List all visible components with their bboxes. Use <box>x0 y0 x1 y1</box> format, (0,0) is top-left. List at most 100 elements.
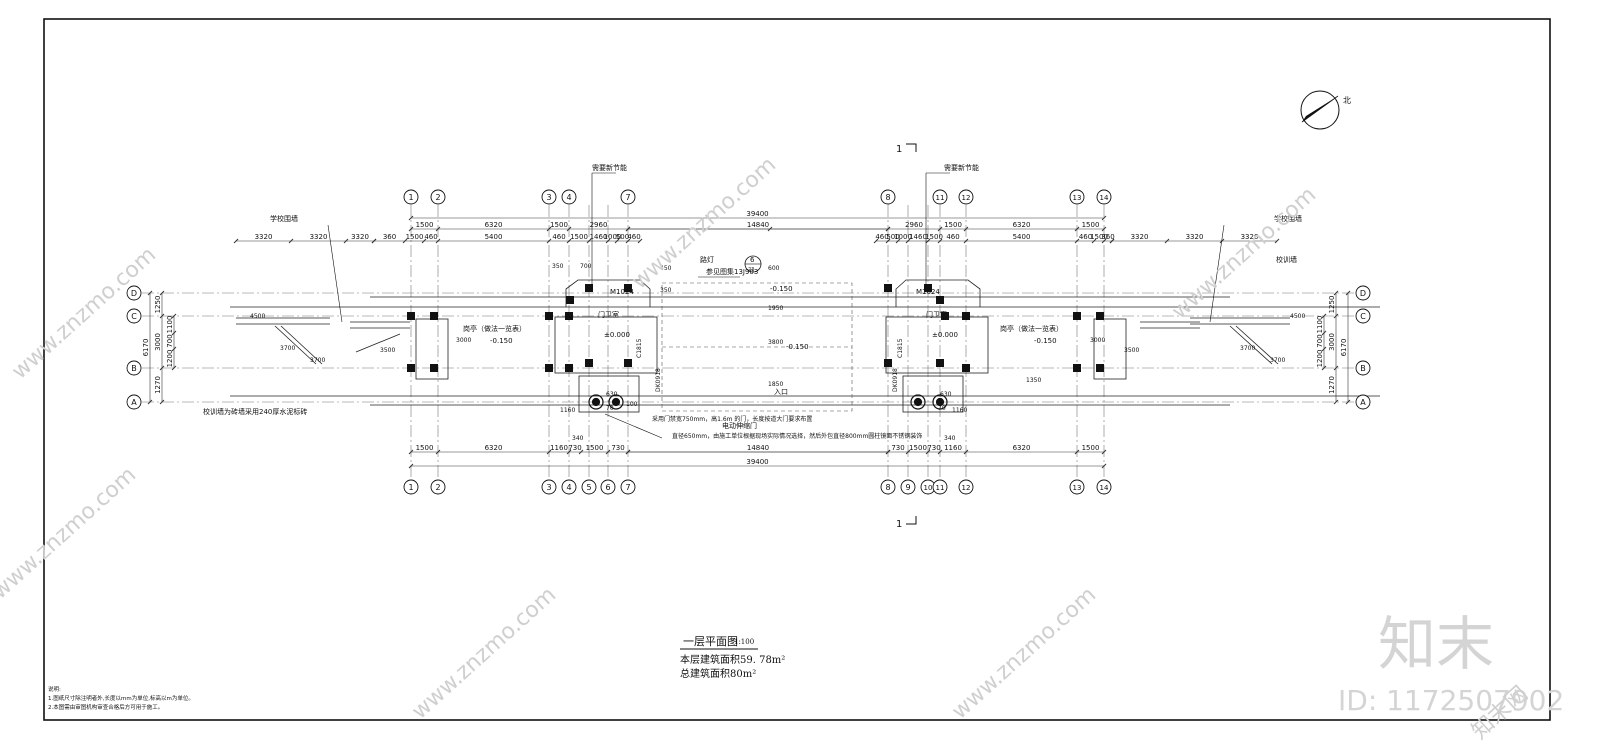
dim-right-sub-0: 1100 <box>1316 316 1324 334</box>
column-18 <box>1073 312 1081 320</box>
label-lamp-detail: 参见图集13J903 <box>706 267 758 276</box>
dimension-lines <box>147 215 1351 469</box>
dim-misc-15: 1160 <box>560 407 575 414</box>
svg-text:4: 4 <box>566 193 571 202</box>
column-19 <box>1096 312 1104 320</box>
axis-bubble-left-D: D <box>126 285 142 301</box>
axis-bubble-bottom-11: 11 <box>932 479 948 495</box>
dim-fine-right-2: 1000 <box>894 233 912 241</box>
dim-fine-right-9: 360 <box>1101 233 1114 241</box>
svg-text:2: 2 <box>435 483 440 492</box>
axis-bubble-bottom-14: 14 <box>1096 479 1112 495</box>
title-main: 一层平面图 <box>683 635 738 648</box>
north-label: 北 <box>1343 96 1351 105</box>
dim-bottom-row-8: 1500 <box>909 444 927 452</box>
svg-text:7: 7 <box>625 483 630 492</box>
dim-top-row-2: 1500 <box>550 221 568 229</box>
watermark-site-6: www.znzmo.com <box>947 582 1101 724</box>
dim-misc-18: 3500 <box>380 347 395 354</box>
svg-text:2: 2 <box>435 193 440 202</box>
axis-bubble-bottom-9: 9 <box>900 479 916 495</box>
dim-fine-left-8: 500 <box>616 233 629 241</box>
dim-misc-20: 3700 <box>280 345 295 352</box>
axis-bubble-bottom-7: 7 <box>620 479 636 495</box>
dim-top-row-8: 6320 <box>1013 221 1031 229</box>
dim-top-row-9: 1500 <box>1082 221 1100 229</box>
axis-bubble-bottom-10: 10 <box>920 479 936 495</box>
label-level-m150-b: -0.150 <box>786 343 809 351</box>
axis-bubble-bottom-1: 1 <box>403 479 419 495</box>
dim-bottom-row-12: 1500 <box>1082 444 1100 452</box>
dim-wall-right-0: 3320 <box>1131 233 1149 241</box>
dim-misc-6: 450 <box>660 265 672 272</box>
dim-right-total-0: 6170 <box>1340 339 1348 357</box>
axis-bubble-bottom-2: 2 <box>430 479 446 495</box>
axis-grid <box>142 205 1356 478</box>
axis-bubble-bottom-3: 3 <box>541 479 557 495</box>
dim-bottom-row-7: 730 <box>891 444 904 452</box>
label-pillar-a: 需要新节能 <box>592 163 627 172</box>
dim-wall-left-0: 3320 <box>255 233 273 241</box>
dim-bottom-row-1: 6320 <box>485 444 503 452</box>
column-16 <box>962 312 970 320</box>
label-door-m-right: M1024 <box>916 288 940 296</box>
svg-text:1: 1 <box>408 483 413 492</box>
svg-text:3: 3 <box>546 193 551 202</box>
dim-fine-right-5: 460 <box>946 233 959 241</box>
svg-text:C: C <box>1360 312 1366 321</box>
dim-misc-7: 350 <box>660 287 672 294</box>
svg-text:13: 13 <box>1073 484 1082 492</box>
svg-text:12: 12 <box>962 194 971 202</box>
label-level-m150-d: -0.150 <box>770 285 793 293</box>
dim-misc-22: 3700 <box>1240 345 1255 352</box>
axis-bubble-bottom-5: 5 <box>581 479 597 495</box>
dim-top-row-1: 6320 <box>485 221 503 229</box>
label-campus-wall-right: 校训墙 <box>1276 255 1297 264</box>
watermark-site-5: www.znzmo.com <box>407 582 561 724</box>
dim-left-sub-1: 700 <box>166 334 174 347</box>
label-gate-note-2: 直径650mm，由施工单位根据现场实际情况选择，然后外包直径800mm圆柱镜面不… <box>672 432 922 440</box>
dim-misc-0: 350 <box>552 263 564 270</box>
watermark-brand: 知末 <box>1378 610 1494 678</box>
column-17 <box>962 364 970 372</box>
dim-misc-11: 630 <box>606 391 618 398</box>
dim-misc-23: 3700 <box>1270 357 1285 364</box>
svg-text:C: C <box>131 312 137 321</box>
column-14 <box>884 359 892 367</box>
label-door-dk-left: DK0918 <box>655 368 662 392</box>
dim-fine-right-1: 500 <box>886 233 899 241</box>
column-5 <box>565 312 573 320</box>
dim-right-rows-0: 1250 <box>1328 296 1336 314</box>
title-floor-area: 本层建筑面积59. 78m² <box>680 653 785 666</box>
label-door-c-right: C1815 <box>897 338 904 358</box>
dim-bottom-row-5: 730 <box>611 444 624 452</box>
column-20 <box>1073 364 1081 372</box>
dim-misc-3: 1950 <box>768 305 783 312</box>
dim-bottom-row-2: 1160 <box>550 444 568 452</box>
dim-left-rows-0: 1250 <box>154 296 162 314</box>
section-marker-bottom <box>906 516 917 525</box>
label-school-wall-right: 学校围墙 <box>1274 214 1302 223</box>
notes-line-2: 2.本图需由审图机构审查合格后方可用于施工。 <box>48 703 163 711</box>
dim-right-rows-1: 3000 <box>1328 333 1336 351</box>
dim-bottom-row-11: 6320 <box>1013 444 1031 452</box>
axis-bubble-bottom-13: 13 <box>1069 479 1085 495</box>
axis-bubble-top-12: 12 <box>958 189 974 205</box>
sheet-frame <box>43 18 1551 721</box>
svg-text:B: B <box>1360 364 1366 373</box>
notes-heading: 说明: <box>48 685 61 693</box>
axis-bubble-right-B: B <box>1355 360 1371 376</box>
column-11 <box>585 359 593 367</box>
dim-fine-left-1: 1500 <box>406 233 424 241</box>
title-scale: 1:100 <box>734 638 754 646</box>
dim-misc-13: 340 <box>572 435 584 442</box>
dim-misc-26: 4500 <box>250 313 265 320</box>
gate-area <box>661 282 853 412</box>
north-arrow: 北 <box>1300 90 1351 130</box>
dim-misc-17: 1350 <box>1026 377 1041 384</box>
svg-text:D: D <box>131 289 137 298</box>
svg-text:10: 10 <box>924 484 933 492</box>
dim-bottom-row-4: 1500 <box>586 444 604 452</box>
